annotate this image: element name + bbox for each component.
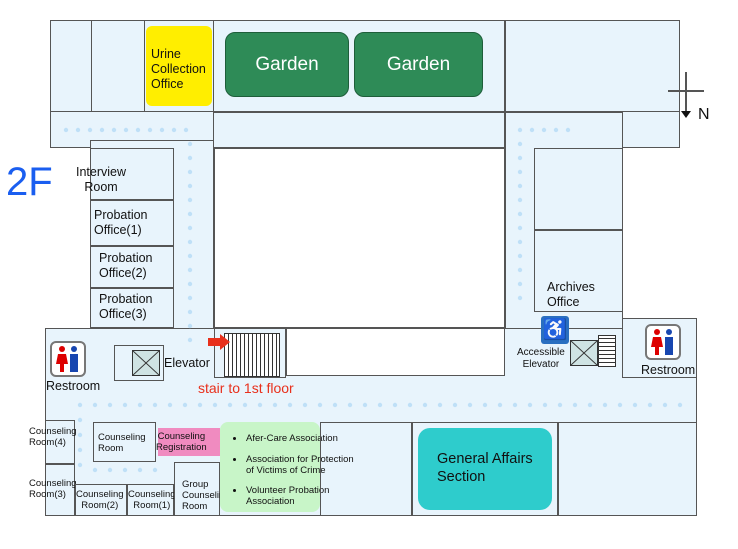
general-affairs-section: [418, 428, 552, 510]
courtyard: [214, 148, 505, 328]
restroom-icon-left: [50, 341, 86, 377]
counseling-room-2-label: Counseling Room(2): [76, 489, 124, 511]
bullet-icon: [233, 489, 236, 492]
urine-collection-office-label: Urine Collection Office: [151, 47, 206, 91]
counseling-room-2: [75, 484, 127, 516]
counseling-room-1-label: Counseling Room(1): [128, 489, 176, 511]
group-counseling-room: [174, 462, 220, 516]
counseling-room-3: [45, 464, 75, 516]
counseling-room-1: [127, 484, 174, 516]
counseling-room: [93, 422, 156, 462]
counseling-room-4: [45, 420, 75, 464]
association-1: Afer-Care Association: [246, 433, 338, 444]
garden-1: Garden: [225, 32, 349, 97]
elevator-label: Elevator: [164, 356, 210, 370]
counseling-room-4-label: Counseling Room(4): [29, 426, 77, 448]
elevator-icon: [132, 350, 160, 376]
south-room-east: [558, 422, 697, 516]
route-north: [63, 127, 189, 133]
north-arrow-icon: [681, 111, 691, 118]
stair-label: stair to 1st floor: [198, 380, 294, 396]
probation-office-3-label: Probation Office(3): [99, 292, 153, 321]
floor-label: 2F: [6, 160, 53, 204]
counseling-registration: [158, 428, 220, 456]
general-affairs-section-label: General Affairs Section: [437, 451, 533, 485]
east-stairs: [598, 335, 616, 367]
probation-office-3: [90, 288, 174, 328]
north-label: N: [698, 106, 710, 123]
accessible-elevator-icon: [570, 340, 598, 366]
association-2: Association for Protection of Victims of…: [246, 454, 354, 476]
interview-room-label: Interview Room: [76, 165, 127, 194]
route-south: [77, 402, 683, 408]
bullet-icon: [233, 458, 236, 461]
archives-office: [534, 230, 623, 312]
archives-office-label: Archives Office: [547, 280, 595, 309]
stair-to-1st-floor[interactable]: [224, 333, 280, 377]
association-3: Volunteer Probation Association: [246, 485, 330, 507]
east-room-1: [534, 148, 623, 230]
interview-room: [90, 148, 174, 200]
route-southwest: [77, 417, 158, 473]
north-corridor-wall: [213, 112, 505, 148]
route-east: [517, 127, 571, 301]
south-room-general: [412, 422, 558, 516]
route-west: [187, 141, 193, 343]
urine-collection-office: [146, 26, 212, 106]
probation-office-2-label: Probation Office(2): [99, 251, 153, 280]
counseling-room-3-label: Counseling Room(3): [29, 478, 77, 500]
group-counseling-room-label: Group Counseling Room: [182, 479, 230, 512]
courtyard-bottom: [286, 328, 505, 376]
probation-office-2: [90, 246, 174, 288]
south-room-mid: [320, 422, 412, 516]
counseling-room-label: Counseling Room: [98, 432, 146, 454]
elevator-shaft: [114, 345, 164, 381]
room-ne: [505, 20, 680, 112]
probation-office-1-label: Probation Office(1): [94, 208, 148, 237]
north-arrow-vertical: [685, 72, 687, 114]
garden-area: [213, 20, 505, 112]
bullet-icon: [233, 437, 236, 440]
restroom-left-label: Restroom: [46, 379, 101, 393]
accessible-icon: ♿: [541, 316, 569, 344]
accessible-elevator-label: Accessible Elevator: [517, 347, 565, 370]
restroom-right-label: Restroom: [641, 363, 696, 377]
associations-area: [220, 422, 320, 512]
garden-2: Garden: [354, 32, 483, 97]
stair-arrow-icon: [208, 338, 222, 346]
counseling-registration-label: Counseling Registration: [156, 431, 207, 453]
probation-office-1: [90, 200, 174, 246]
restroom-icon-right: [645, 324, 681, 360]
stair-arrowhead-icon: [220, 334, 230, 350]
